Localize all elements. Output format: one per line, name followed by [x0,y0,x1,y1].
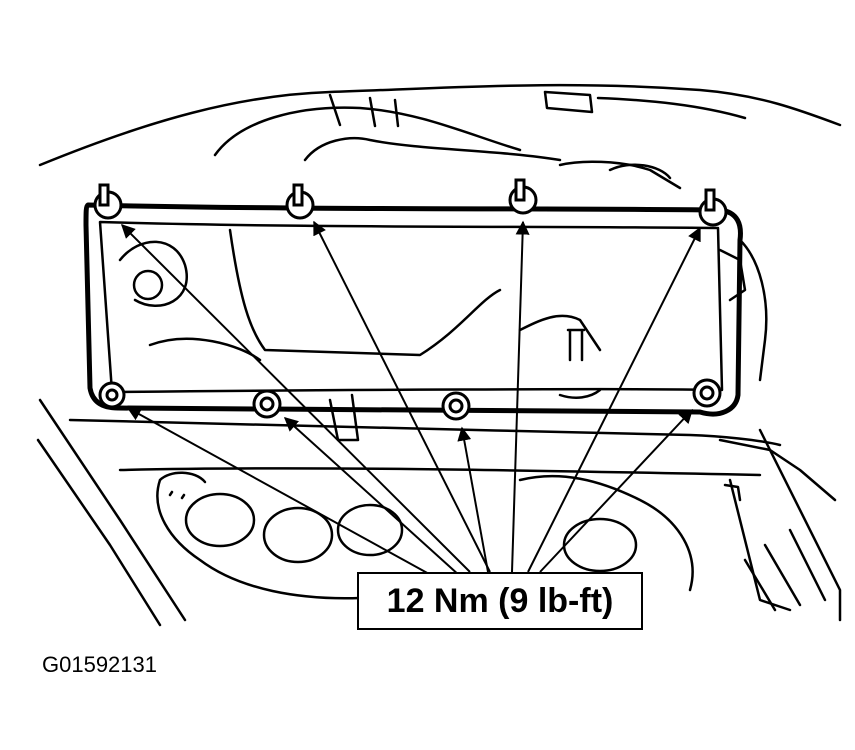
valve-cover [83,202,743,417]
arrow-bolt-top-4 [527,226,701,573]
torque-callout: 12 Nm (9 lb-ft) [357,572,643,630]
bolt-top-3 [508,178,538,215]
bolt-bottom-2 [252,389,282,419]
arrow-bolt-bottom-2 [283,417,461,577]
arrow-bolt-top-2 [313,220,491,573]
torque-callout-label: 12 Nm (9 lb-ft) [386,581,614,620]
engine-background-lines [36,83,842,627]
arrow-bolt-bottom-3 [457,426,489,573]
bolt-top-4 [698,188,728,227]
leader-arrows [121,220,701,581]
arrow-bolt-top-1 [121,224,471,573]
arrow-bolt-top-3 [511,220,530,573]
bolt-top-1 [93,183,123,220]
bolt-bottom-4 [692,378,722,408]
bolt-top-2 [285,183,315,220]
arrow-bolt-bottom-1 [126,407,441,581]
arrow-bolt-bottom-4 [539,408,693,573]
bolt-bottom-3 [441,391,471,421]
bolts [93,178,728,421]
figure-id: G01592131 [42,652,157,677]
bolt-bottom-1 [98,381,126,409]
